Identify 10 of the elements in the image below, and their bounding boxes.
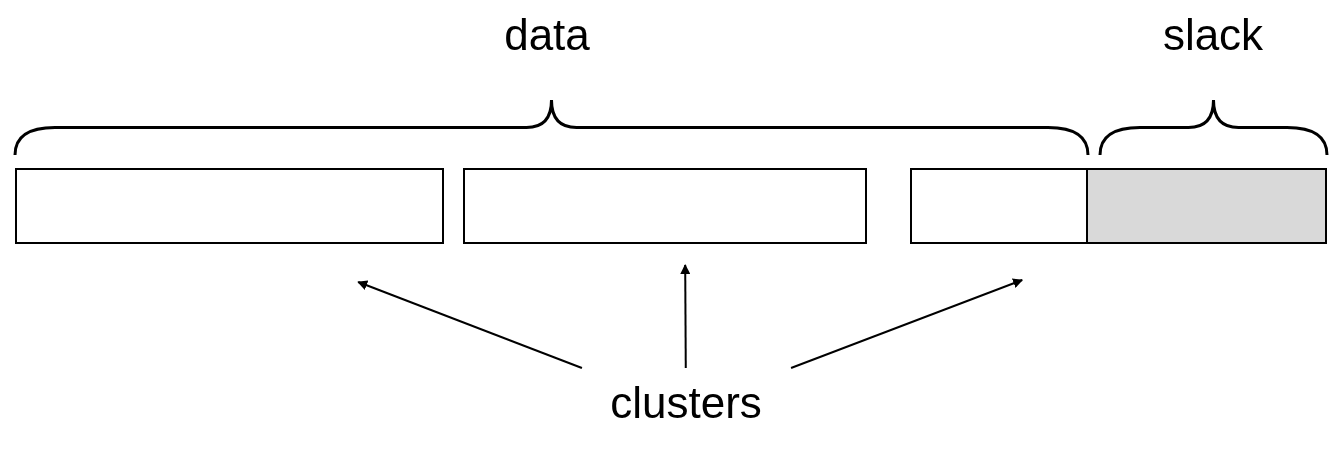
- brace-label: slack: [1162, 10, 1264, 60]
- cluster-box: [463, 168, 867, 244]
- arrow: [790, 278, 1024, 369]
- cluster-box: [15, 168, 444, 244]
- arrow: [357, 280, 583, 369]
- arrow: [680, 264, 691, 369]
- cluster-box: [910, 168, 1088, 244]
- shaded-box: [1086, 168, 1327, 244]
- text-label: clusters: [576, 378, 796, 428]
- brace-label: data: [504, 10, 590, 60]
